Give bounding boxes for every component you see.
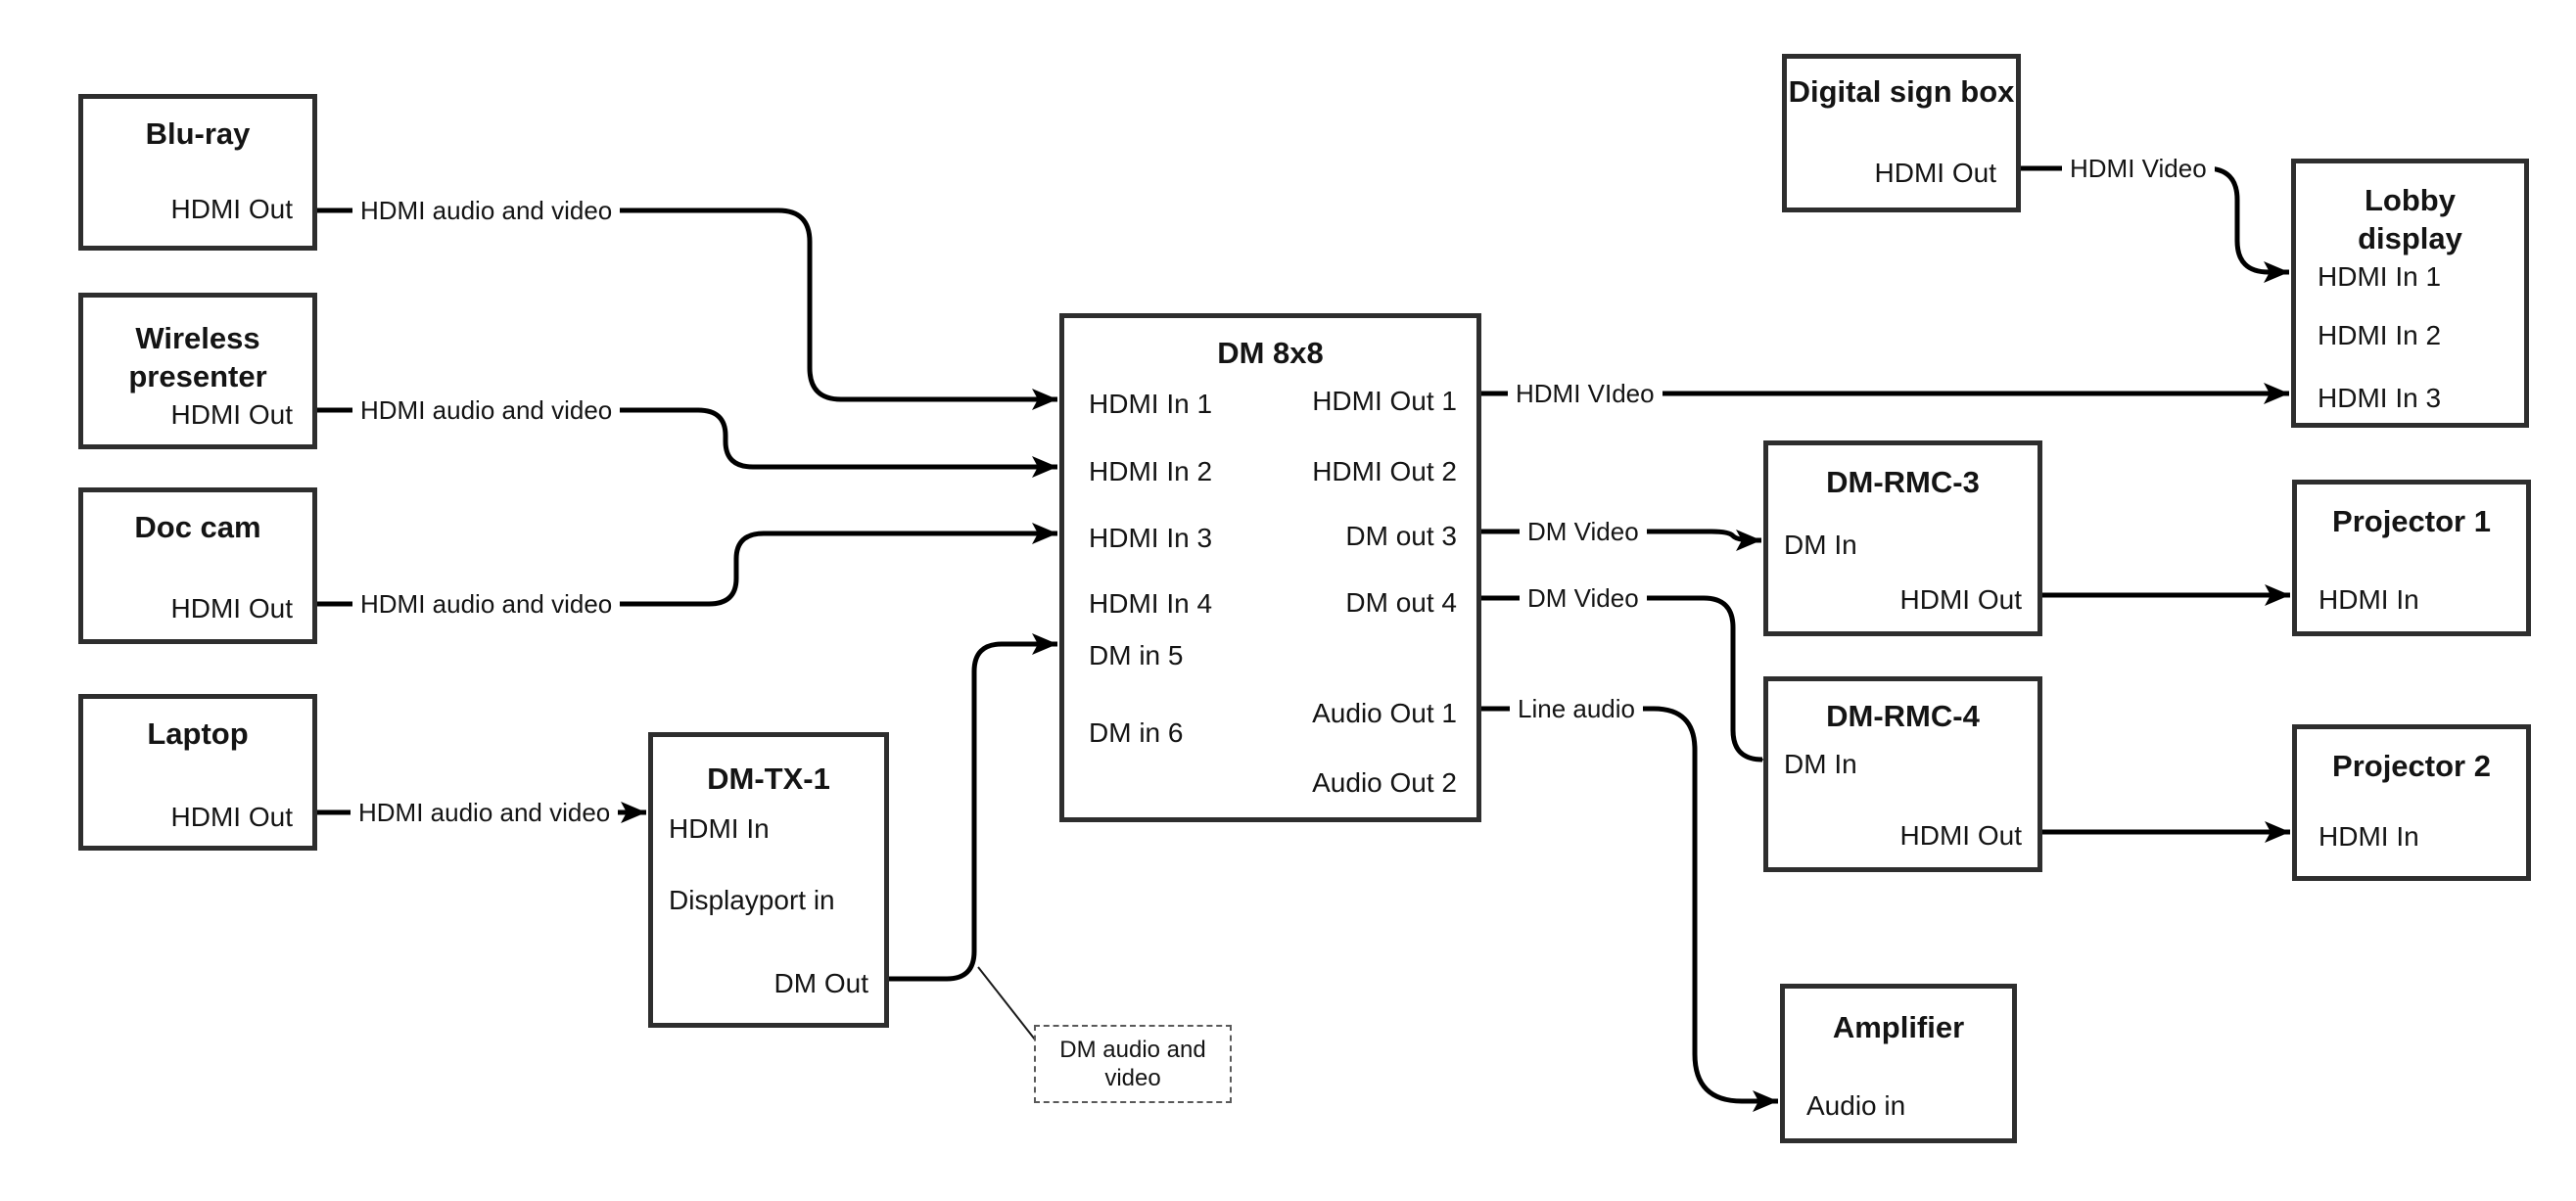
- node-lobby-display: Lobby display HDMI In 1 HDMI In 2 HDMI I…: [2291, 159, 2529, 428]
- port-audio-out-1: Audio Out 1: [1312, 698, 1457, 728]
- node-title: Doc cam: [134, 510, 261, 544]
- node-title: DM 8x8: [1217, 336, 1324, 370]
- node-title: Digital sign box: [1788, 74, 2015, 109]
- connector-dm8x8-out4-to-dmrmc4: [1481, 595, 1787, 770]
- port-dm-in: DM In: [1784, 749, 1857, 779]
- node-title: Projector 1: [2332, 504, 2491, 538]
- node-dm-8x8-switcher: DM 8x8 HDMI In 1 HDMI In 2 HDMI In 3 HDM…: [1059, 313, 1481, 822]
- node-projector-2: Projector 2 HDMI In: [2292, 724, 2531, 881]
- port-hdmi-in: HDMI In: [2318, 821, 2419, 852]
- port-audio-out-2: Audio Out 2: [1312, 767, 1457, 798]
- node-dm-rmc-3: DM-RMC-3 DM In HDMI Out: [1763, 440, 2042, 636]
- edge-label-line-audio: Line audio: [1510, 692, 1643, 725]
- connector-digisign-to-lobby-in1: [2021, 165, 2289, 283]
- port-hdmi-out: HDMI Out: [170, 399, 293, 430]
- node-digital-sign-box: Digital sign box HDMI Out: [1782, 54, 2021, 212]
- edge-label-hdmi-audio-video-wireless: HDMI audio and video: [352, 393, 621, 427]
- port-hdmi-in-2: HDMI In 2: [2318, 320, 2442, 350]
- node-bluray: Blu-ray HDMI Out: [78, 94, 317, 251]
- node-title: Wireless presenter: [128, 321, 267, 393]
- port-hdmi-in-1: HDMI In 1: [2318, 261, 2442, 292]
- port-dm-in: DM In: [1784, 530, 1857, 560]
- port-hdmi-out-2: HDMI Out 2: [1312, 456, 1457, 486]
- port-hdmi-in: HDMI In: [2318, 584, 2419, 615]
- port-hdmi-out: HDMI Out: [170, 593, 293, 624]
- note-leader-line: [977, 966, 1036, 1040]
- port-dm-out-4: DM out 4: [1345, 587, 1457, 618]
- port-audio-in: Audio in: [1806, 1090, 1906, 1121]
- node-laptop: Laptop HDMI Out: [78, 694, 317, 851]
- port-hdmi-in-3: HDMI In 3: [2318, 383, 2442, 413]
- port-hdmi-in-3: HDMI In 3: [1089, 523, 1213, 553]
- port-hdmi-out: HDMI Out: [170, 802, 293, 832]
- note-dm-audio-and-video: DM audio and video: [1034, 1025, 1232, 1103]
- port-hdmi-out-1: HDMI Out 1: [1312, 386, 1457, 416]
- node-title: Blu-ray: [145, 116, 251, 151]
- port-dm-in-6: DM in 6: [1089, 717, 1184, 748]
- connector-wireless-to-dm8x8-in2: [315, 407, 1057, 478]
- connector-dm8x8-out3-to-dmrmc3: [1481, 529, 1761, 551]
- node-title: Lobby display: [2358, 183, 2462, 255]
- node-title: Projector 2: [2332, 749, 2491, 783]
- port-displayport-in: Displayport in: [669, 885, 835, 915]
- edge-label-hdmi-audio-video-doccam: HDMI audio and video: [352, 587, 621, 621]
- edge-label-hdmi-audio-video-laptop: HDMI audio and video: [351, 796, 619, 829]
- edge-label-dm-video-out3: DM Video: [1520, 515, 1647, 548]
- port-hdmi-in-2: HDMI In 2: [1089, 456, 1213, 486]
- node-title: Laptop: [147, 716, 249, 751]
- edge-label-hdmi-video-out1: HDMI VIdeo: [1508, 377, 1663, 410]
- edge-label-hdmi-audio-video-bluray: HDMI audio and video: [352, 194, 621, 227]
- port-hdmi-out: HDMI Out: [1874, 158, 1996, 188]
- node-doc-cam: Doc cam HDMI Out: [78, 487, 317, 644]
- connector-dmtx1-to-dm8x8-in5: [887, 633, 1057, 982]
- node-dm-rmc-4: DM-RMC-4 DM In HDMI Out: [1763, 676, 2042, 872]
- port-dm-out: DM Out: [773, 968, 868, 998]
- connector-bluray-to-dm8x8-in1: [315, 208, 1057, 410]
- node-dm-tx-1: DM-TX-1 HDMI In Displayport in DM Out: [648, 732, 889, 1028]
- port-dm-in-5: DM in 5: [1089, 640, 1184, 670]
- port-hdmi-in-4: HDMI In 4: [1089, 588, 1213, 619]
- edge-label-dm-video-out4: DM Video: [1520, 581, 1647, 615]
- node-title: DM-TX-1: [707, 762, 830, 796]
- node-title: Amplifier: [1832, 1010, 1965, 1044]
- port-hdmi-out: HDMI Out: [170, 194, 293, 224]
- port-hdmi-in: HDMI In: [669, 813, 770, 844]
- connector-dm8x8-aout1-to-amp: [1481, 706, 1778, 1112]
- node-amplifier: Amplifier Audio in: [1780, 984, 2017, 1143]
- node-projector-1: Projector 1 HDMI In: [2292, 480, 2531, 636]
- port-hdmi-out: HDMI Out: [1899, 584, 2022, 615]
- port-dm-out-3: DM out 3: [1345, 521, 1457, 551]
- node-wireless-presenter: Wireless presenter HDMI Out: [78, 293, 317, 449]
- node-title: DM-RMC-3: [1826, 465, 1980, 499]
- edge-label-hdmi-video-digisign: HDMI Video: [2062, 152, 2215, 185]
- node-title: DM-RMC-4: [1826, 699, 1980, 733]
- port-hdmi-out: HDMI Out: [1899, 820, 2022, 851]
- connector-doccam-to-dm8x8-in3: [315, 523, 1057, 607]
- port-hdmi-in-1: HDMI In 1: [1089, 389, 1213, 419]
